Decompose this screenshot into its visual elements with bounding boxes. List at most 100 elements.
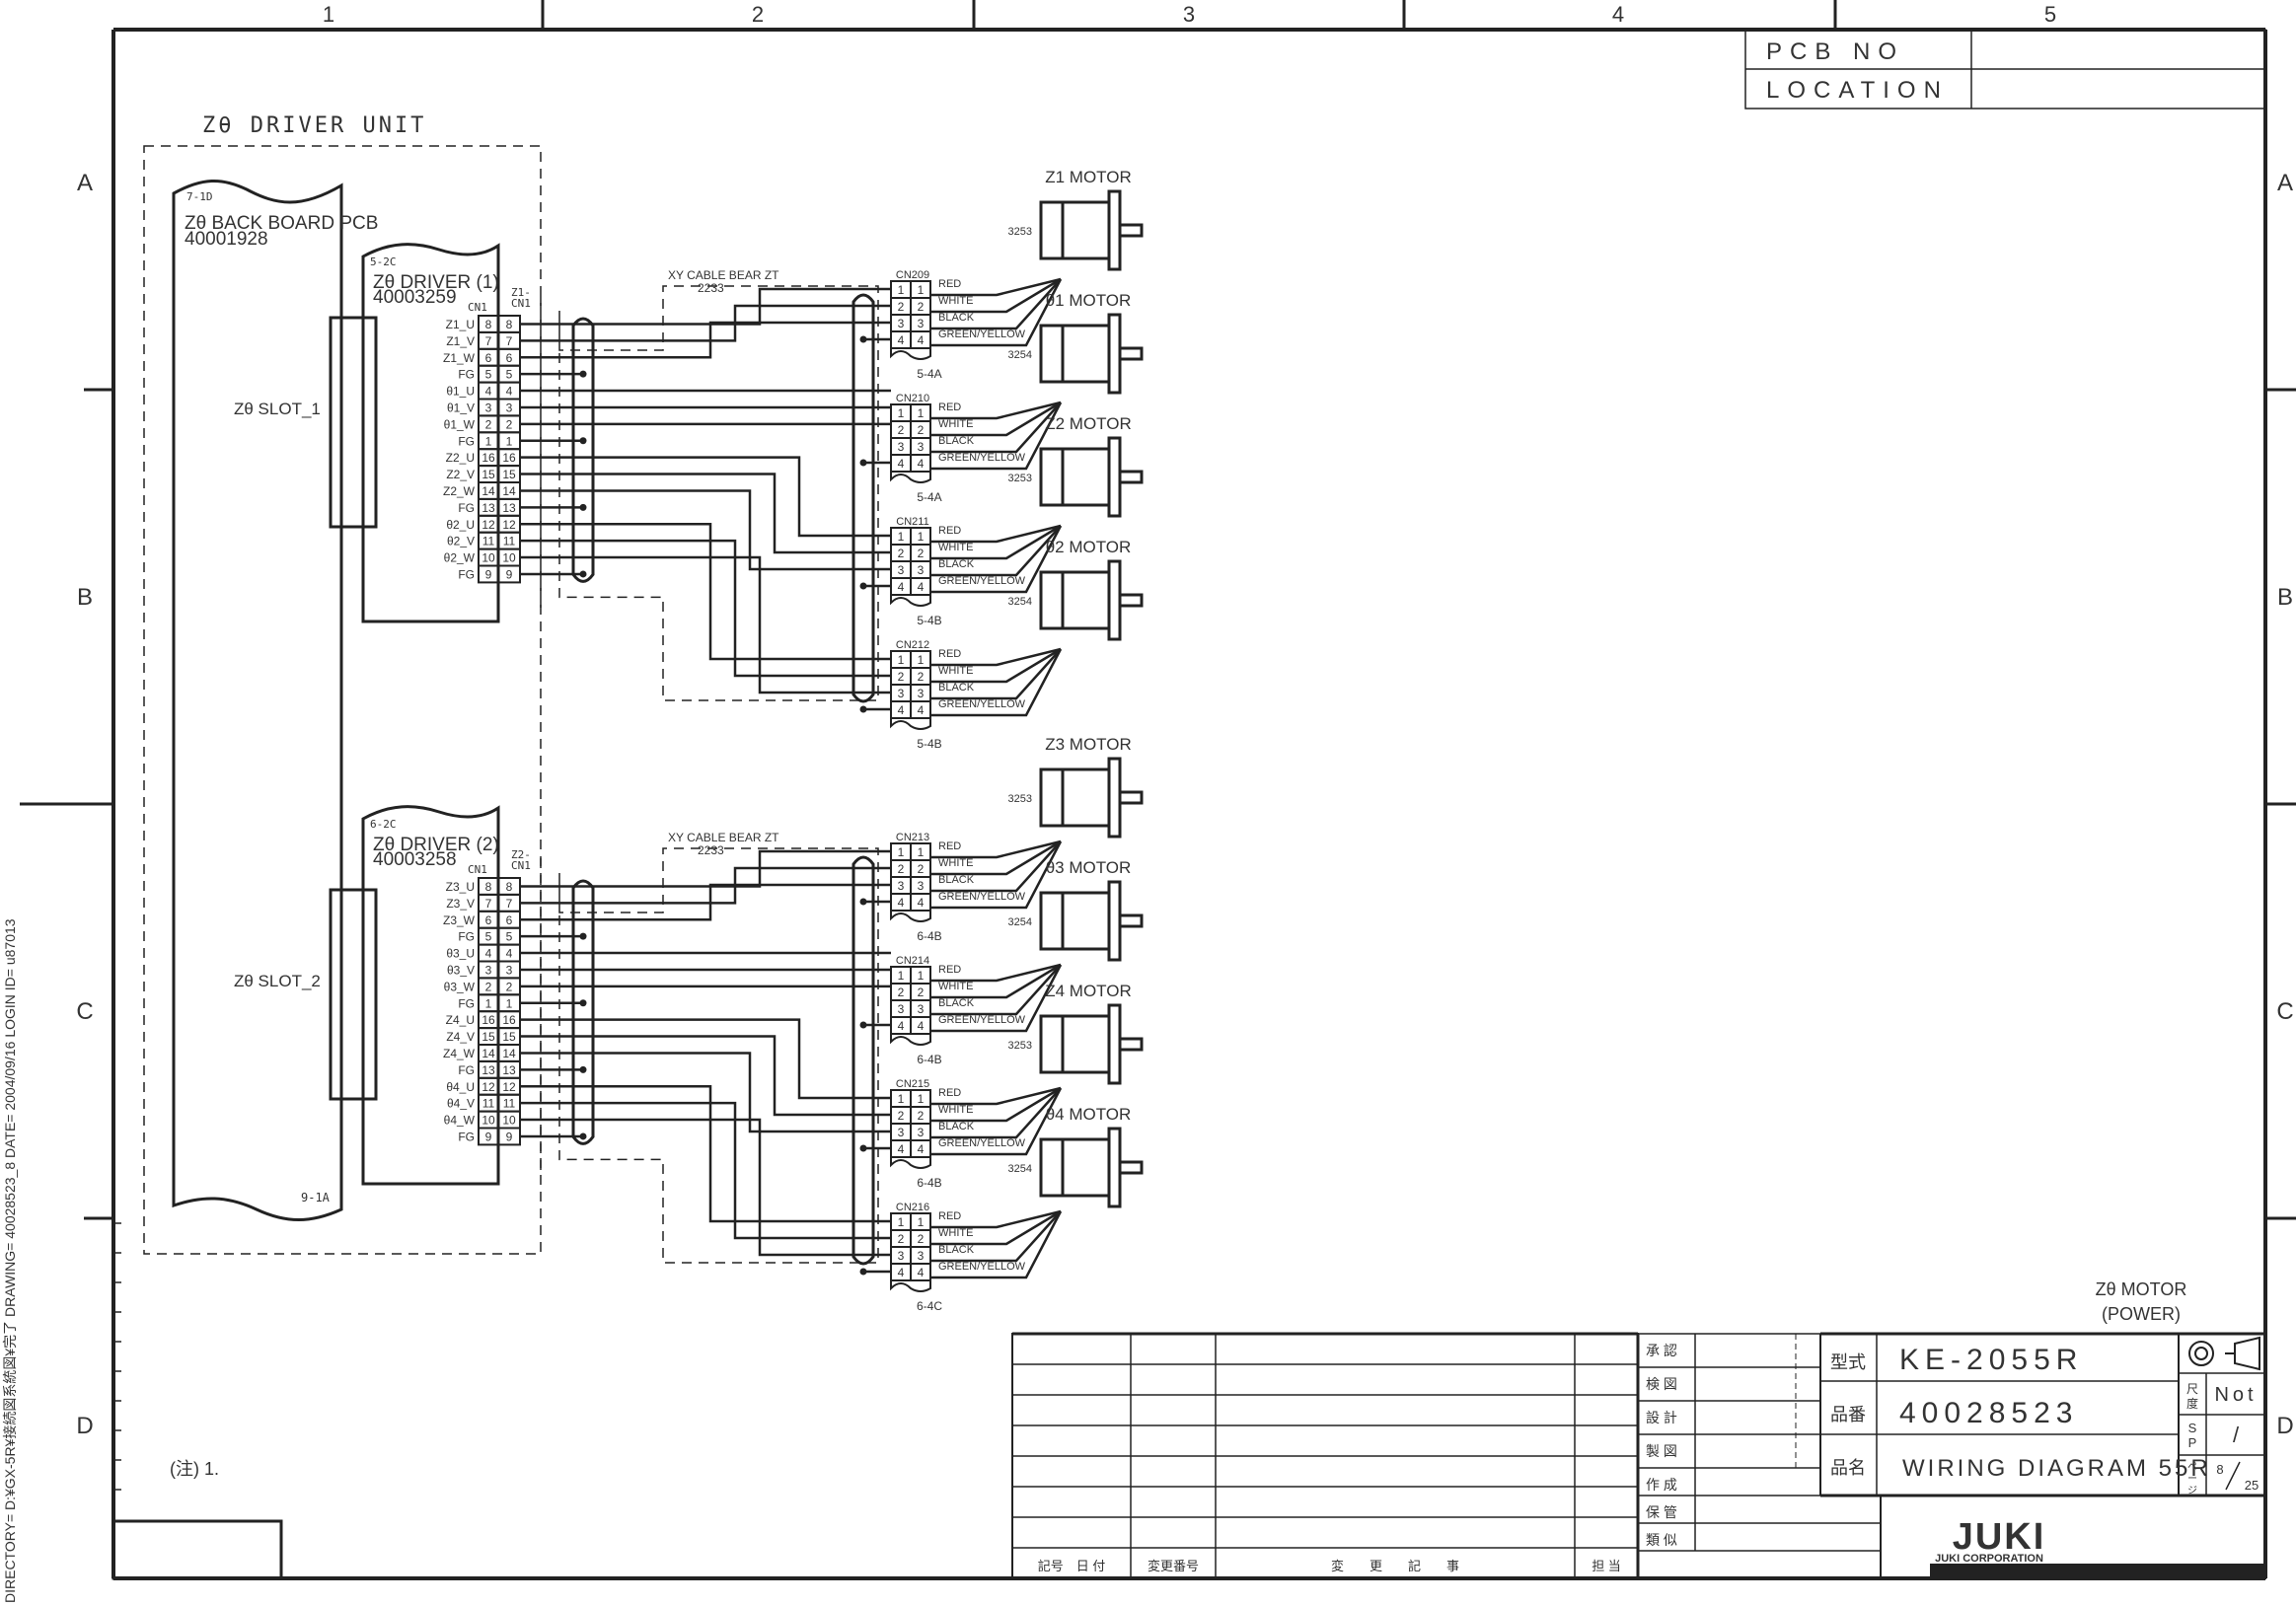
motor-lead-wire — [930, 278, 1062, 330]
pin-number: 2 — [898, 547, 905, 560]
motor-lead-wire — [930, 1087, 1063, 1156]
pin-number: 14 — [481, 484, 495, 498]
motor-part-no: 3253 — [1008, 793, 1032, 805]
model-label: 型式 — [1830, 1352, 1866, 1372]
wire-color-label: GREEN/YELLOW — [938, 1137, 1026, 1149]
pin-number: 4 — [898, 580, 905, 594]
motor-lead-wire — [930, 525, 1062, 577]
wire-color-label: GREEN/YELLOW — [938, 1261, 1026, 1273]
pin-number: 5 — [485, 368, 492, 382]
fg-junction-dot — [579, 932, 587, 940]
motor-name: θ4 MOTOR — [1046, 1105, 1132, 1124]
pin-number: 1 — [485, 996, 492, 1010]
motor-body — [1061, 570, 1111, 630]
motor-name: Z4 MOTOR — [1045, 982, 1132, 1000]
scale-value: Not — [2214, 1384, 2257, 1406]
approval-label: 設 計 — [1646, 1410, 1677, 1425]
row-label-left-B: B — [77, 584, 93, 611]
pin-signal-label: FG — [458, 368, 475, 382]
revision-header: 記号 日 付 — [1038, 1559, 1106, 1573]
pin-number: 13 — [481, 1063, 495, 1077]
motor-lead-wire — [930, 1086, 1062, 1123]
pin-number: 6 — [485, 351, 492, 365]
pin-number-mate: 1 — [506, 996, 513, 1010]
driver-unit-dashed-box — [143, 145, 542, 1255]
approval-label: 製 図 — [1646, 1443, 1677, 1459]
motor-name: Z2 MOTOR — [1045, 414, 1132, 433]
sheet-caption-line1: Zθ MOTOR — [2096, 1279, 2187, 1299]
wire-color-label: WHITE — [938, 418, 973, 430]
pin-number-mate: 16 — [502, 1013, 516, 1027]
motor-phase-wire — [520, 321, 891, 359]
motor-lead-wire — [930, 964, 1063, 1033]
connector-cell — [910, 330, 931, 349]
row-label-right-D: D — [2276, 1413, 2293, 1439]
drawing-name-value: WIRING DIAGRAM 55R — [1902, 1455, 2211, 1482]
pin-number: 1 — [898, 1092, 905, 1106]
motor-shaft — [1118, 790, 1144, 805]
pin-number: 3 — [898, 1002, 905, 1016]
motor-phase-wire — [520, 523, 891, 661]
motor-lead-wire — [930, 1087, 1062, 1139]
motor-flange — [1107, 559, 1122, 641]
motor-lead-wire — [930, 402, 1063, 471]
connector-wavy-end — [890, 1157, 931, 1169]
motor-connector-ref: 6-4B — [917, 1176, 941, 1190]
pin-number: 3 — [918, 317, 925, 330]
pin-number: 4 — [918, 457, 925, 471]
slot-2-label: Zθ SLOT_2 — [234, 972, 321, 990]
motor-flange — [1107, 436, 1122, 518]
pin-number-mate: 4 — [506, 385, 513, 399]
pin-number: 2 — [918, 986, 925, 999]
motor-phase-wire — [520, 473, 891, 554]
pin-number: 1 — [898, 530, 905, 544]
wire-color-label: BLACK — [938, 312, 975, 324]
pin-signal-label: Z1_U — [446, 318, 475, 331]
cable-bear-dashed-box — [558, 847, 879, 1264]
projection-circle-icon — [2188, 1341, 2214, 1366]
column-label-1: 1 — [323, 2, 334, 27]
wire-color-label: RED — [938, 402, 961, 413]
motor-lead-wire — [930, 1209, 1062, 1229]
left-cable-shield — [571, 317, 595, 583]
motor-lead-wire — [930, 964, 1062, 1016]
pin-number: 8 — [485, 880, 492, 894]
pin-number-mate: 9 — [506, 568, 513, 582]
part-no-value: 40028523 — [1899, 1397, 2078, 1429]
pin-number: 4 — [898, 333, 905, 347]
pin-signal-label: θ2_U — [446, 518, 475, 532]
pin-number-mate: 11 — [503, 1097, 516, 1111]
pin-number: 4 — [485, 385, 492, 399]
pin-signal-label: Z4_U — [446, 1013, 475, 1027]
motor-body — [1061, 1137, 1111, 1198]
pin-number: 1 — [918, 530, 925, 544]
mate-label-line1: Z1- — [511, 286, 531, 299]
motor-lead-wire — [930, 525, 1063, 594]
motor-lead-wire — [930, 648, 1062, 700]
driver-part-no: 40003258 — [373, 849, 457, 870]
wire-color-label: GREEN/YELLOW — [938, 698, 1026, 710]
sp-label-2: P — [2188, 1435, 2197, 1450]
fg-junction-dot — [859, 335, 867, 343]
motor-part-no: 3253 — [1008, 226, 1032, 238]
pin-number: 3 — [898, 879, 905, 893]
pin-number-mate: 10 — [502, 1114, 516, 1128]
motor-connector-ref: 6-4B — [917, 929, 941, 943]
pin-signal-label: Z1_W — [443, 351, 476, 365]
pin-number: 15 — [481, 468, 495, 481]
mate-label-line2: CN1 — [511, 297, 531, 310]
motor-connector-name: CN210 — [896, 393, 929, 404]
pin-number-mate: 3 — [506, 402, 513, 415]
connector-wavy-end — [890, 595, 931, 607]
pin-number: 4 — [918, 896, 925, 910]
connector-cell — [910, 1016, 931, 1035]
wire-color-label: GREEN/YELLOW — [938, 575, 1026, 587]
pin-number-mate: 11 — [503, 535, 516, 548]
motor-connector-ref: 5-4A — [917, 490, 941, 504]
